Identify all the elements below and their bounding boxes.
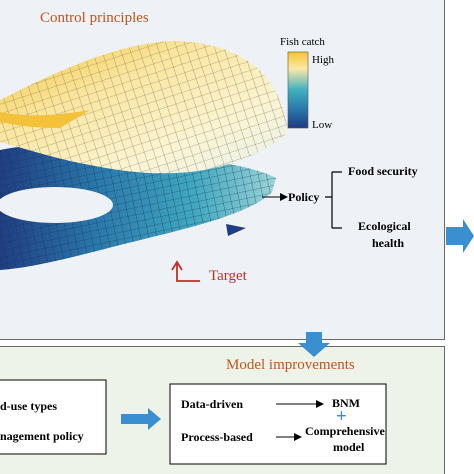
model-box (169, 383, 387, 465)
process-based-arrowhead (294, 433, 302, 441)
legend-colorbar (287, 51, 309, 129)
left-box-line1: d-use types (0, 399, 58, 413)
box-to-box-arrow (121, 408, 161, 430)
data-driven-label: Data-driven (181, 397, 243, 411)
upper-surface (0, 41, 288, 174)
down-flow-arrow (298, 332, 330, 357)
comprehensive-label-line1: Comprehensive (305, 424, 385, 438)
legend-low-label: Low (312, 119, 333, 131)
process-based-label: Process-based (181, 430, 253, 444)
target-marker (176, 264, 200, 282)
data-driven-arrowhead (316, 400, 324, 408)
legend-high-label: High (312, 54, 334, 66)
target-label: Target (209, 268, 247, 284)
right-flow-arrow (446, 219, 474, 253)
control-principles-title: Control principles (40, 10, 149, 26)
model-improvements-title: Model improvements (226, 357, 355, 373)
food-security-label: Food security (348, 164, 418, 178)
comprehensive-label-line2: model (333, 440, 365, 454)
inputs-box (0, 379, 107, 455)
policy-bracket (325, 171, 342, 229)
ecological-health-line2: health (372, 236, 405, 250)
target-arrowhead (171, 260, 183, 271)
policy-label: Policy (288, 190, 320, 204)
left-box-line2: nagement policy (0, 429, 84, 443)
plus-sign: + (336, 406, 347, 427)
arrow-to-policy-head (280, 193, 288, 201)
ecological-health-line1: Ecological (358, 219, 411, 233)
lower-surface (0, 144, 276, 270)
bnm-label: BNM (332, 396, 360, 410)
legend-title: Fish catch (280, 36, 325, 48)
